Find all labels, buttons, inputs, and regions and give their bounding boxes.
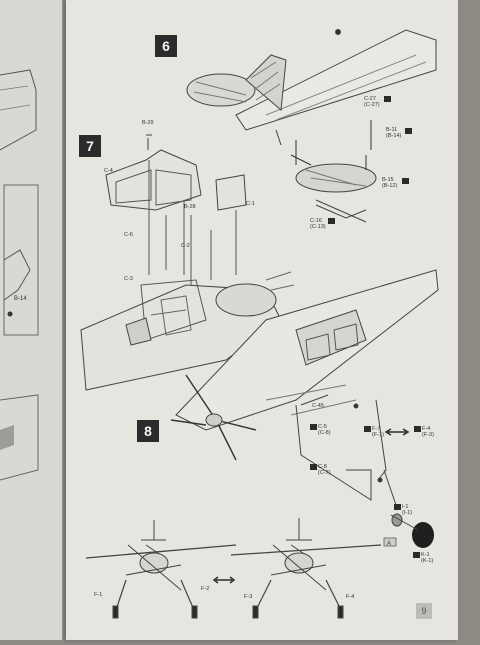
part-f4-alt: (F-3): [422, 432, 434, 438]
part-b28: B-28: [184, 204, 196, 210]
part-f7-alt: (F-1): [372, 432, 384, 438]
part-b11: B-11: [386, 127, 397, 133]
part-c16-alt: (C-13): [310, 224, 326, 230]
part-f4-front: F-4: [346, 594, 354, 600]
front-view-labels: F-1 F-2 F-3 F-4: [94, 586, 354, 600]
step8-fuselage-assembly: [170, 269, 439, 548]
part-c16: C-16: [310, 218, 322, 224]
front-view-left: [85, 520, 237, 619]
page-number: 9: [416, 603, 432, 619]
part-c45: C-45: [312, 403, 324, 409]
left-page: B-14: [0, 0, 63, 640]
part-b15-alt: (B-12): [382, 183, 397, 189]
part-f3: F-3: [244, 594, 252, 600]
part-i1-alt: (I-1): [402, 510, 412, 516]
part-c27: C-27: [364, 96, 376, 102]
instruction-drawings: C-27 (C-27) B-11 (B-14) B-15 (B-12) C-16…: [80, 29, 439, 619]
step7-labels: B-29 C-4 B-28 C-1 C-6 C-2 C-3: [104, 120, 255, 282]
part-c27-alt: (C-27): [364, 102, 380, 108]
part-c5: C-5: [318, 424, 327, 430]
part-i1: I-1: [402, 504, 408, 510]
part-k1-alt: (K-1): [421, 558, 433, 564]
part-c4: C-4: [104, 168, 113, 174]
step-7-badge: 7: [79, 135, 101, 157]
part-b15: B-15: [382, 177, 394, 183]
swap-arrow: [212, 428, 410, 584]
part-b11-alt: (B-14): [386, 133, 401, 139]
step6-labels: C-27 (C-27) B-11 (B-14) B-15 (B-12) C-16…: [310, 96, 412, 230]
step-6-badge: 6: [155, 35, 177, 57]
part-f2: F-2: [201, 586, 209, 592]
left-part-label: B-14: [14, 296, 27, 302]
part-c3: C-3: [124, 276, 133, 282]
part-b29: B-29: [142, 120, 154, 126]
part-c1: C-1: [246, 201, 255, 207]
part-f4: F-4: [422, 426, 430, 432]
part-c2: C-2: [181, 243, 190, 249]
step-8-badge: 8: [137, 420, 159, 442]
part-c8-alt: (C-7): [318, 470, 331, 476]
part-c6: C-6: [124, 232, 133, 238]
step8-labels: C-45 C-5 (C-8) C-8 (C-7) F-7 (F-1) F-4 (…: [310, 403, 434, 564]
part-c5-alt: (C-8): [318, 430, 331, 436]
front-view-right: [230, 518, 382, 619]
marker-a: A: [387, 541, 391, 547]
left-page-drawing: B-14: [0, 69, 39, 481]
part-f1: F-1: [94, 592, 102, 598]
part-k1: K-1: [421, 552, 430, 558]
part-c8: C-8: [318, 464, 327, 470]
step7-cabin-assembly: [80, 134, 295, 391]
step6-tail-assembly: [186, 29, 437, 223]
part-f7: F-7: [372, 426, 380, 432]
instruction-page: C-27 (C-27) B-11 (B-14) B-15 (B-12) C-16…: [66, 0, 458, 640]
